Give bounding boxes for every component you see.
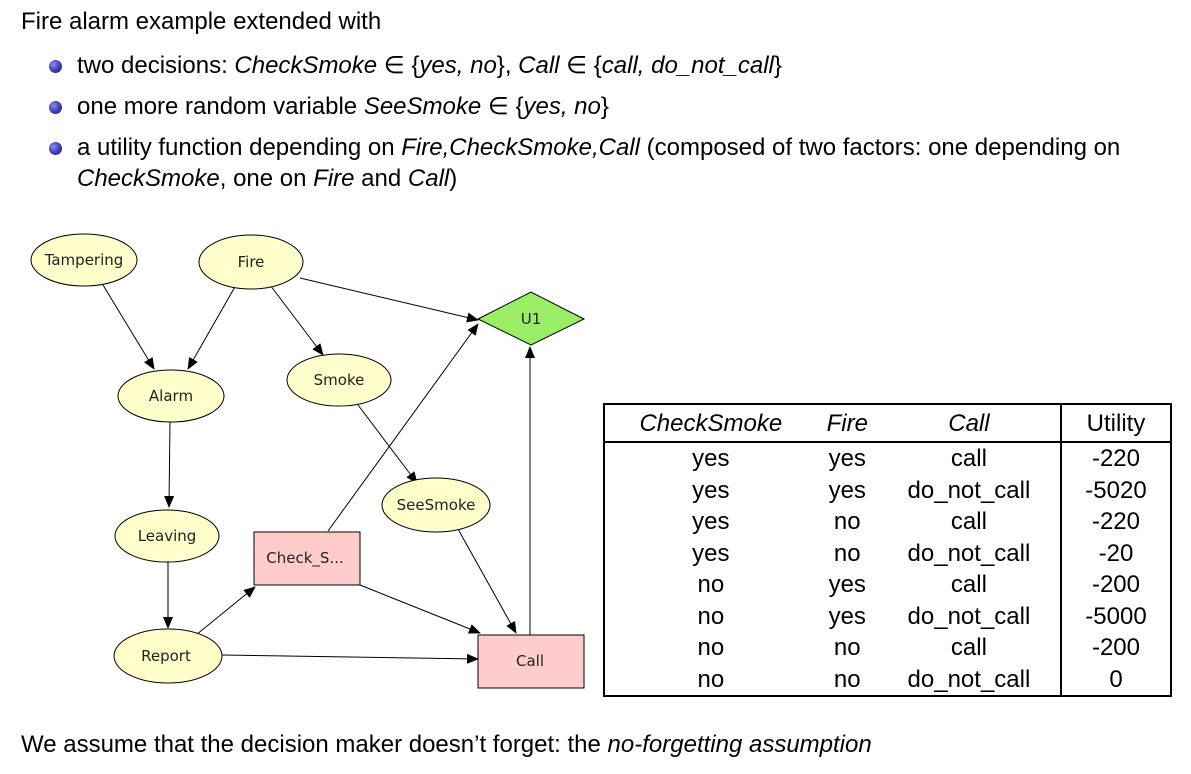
cell-utility: -200 (1060, 632, 1171, 664)
cell-utility: -5000 (1060, 600, 1171, 632)
node-report: Report (113, 628, 223, 684)
cell-utility: -200 (1060, 569, 1171, 601)
cell-call: do_not_call (907, 602, 1031, 630)
chance-node-report (113, 628, 223, 684)
cell-checksmoke: yes (692, 539, 730, 567)
edge-smoke-seesmoke (357, 404, 418, 484)
node-call: Call (477, 634, 585, 689)
cell-utility: -220 (1060, 506, 1171, 538)
cell-utility: -5020 (1060, 474, 1171, 506)
cell-fire: yes (828, 602, 866, 630)
cell-fire: no (833, 665, 861, 693)
cell-fire: yes (828, 476, 866, 504)
cell-checksmoke: no (697, 634, 725, 662)
node-label-checksmoke: Check_S... (266, 549, 343, 568)
table-row: no no do_not_call 0 (604, 663, 1171, 696)
cell-fire: yes (828, 445, 866, 473)
cell-utility: 0 (1060, 663, 1171, 696)
node-label-call: Call (516, 652, 544, 670)
utility-node-u1 (476, 291, 586, 346)
node-checksmoke: Check_S... (253, 531, 361, 586)
edge-report-checksmoke (195, 586, 256, 636)
chance-node-smoke (286, 353, 392, 407)
edge-checksmoke-call (359, 584, 481, 634)
table-row: no no call -200 (604, 632, 1171, 664)
table-row: no yes call -200 (604, 569, 1171, 601)
cell-fire: yes (828, 571, 866, 599)
node-label-report: Report (141, 647, 191, 665)
cell-utility: -220 (1060, 442, 1171, 475)
chance-node-alarm (117, 369, 225, 423)
node-label-seesmoke: SeeSmoke (397, 496, 476, 514)
header-call: Call (877, 404, 1061, 443)
cell-checksmoke: no (697, 665, 725, 693)
node-smoke: Smoke (286, 353, 392, 407)
cell-checksmoke: yes (692, 445, 730, 473)
bullet-dot-icon (49, 142, 62, 155)
table-row: no yes do_not_call -5000 (604, 600, 1171, 632)
chance-node-leaving (114, 509, 220, 563)
cell-checksmoke: yes (692, 508, 730, 536)
no-forgetting-term: no-forgetting assumption (607, 731, 872, 758)
chance-node-fire (198, 234, 304, 290)
cell-call: do_not_call (907, 476, 1031, 504)
bullet-decisions: two decisions: CheckSmoke ∈ {yes, no}, C… (46, 50, 1146, 81)
bullet-dot-icon (49, 60, 62, 73)
edge-alarm-leaving (164, 419, 175, 508)
cell-checksmoke: no (697, 602, 725, 630)
node-label-smoke: Smoke (314, 371, 365, 389)
decision-network-diagram: Tampering Fire Alarm Smoke Leaving SeeSm… (30, 233, 586, 689)
bullet-utility-function: a utility function depending on Fire,Che… (46, 132, 1146, 194)
cell-fire: no (833, 634, 861, 662)
cell-call: call (950, 445, 987, 473)
node-label-fire: Fire (238, 253, 265, 271)
edge-fire-u1 (299, 277, 479, 323)
cell-checksmoke: no (697, 571, 725, 599)
utility-table-header: CheckSmoke Fire Call Utility (604, 404, 1171, 443)
edge-tampering-alarm (102, 284, 155, 370)
cell-call: call (950, 508, 987, 536)
utility-table: CheckSmoke Fire Call Utility yes yes cal… (603, 403, 1172, 697)
header-fire: Fire (816, 404, 878, 443)
chance-node-seesmoke (381, 477, 491, 533)
cell-call: call (950, 634, 987, 662)
bullet-list: two decisions: CheckSmoke ∈ {yes, no}, C… (46, 50, 1146, 204)
closing-sentence: We assume that the decision maker doesn’… (21, 731, 872, 758)
cell-call: do_not_call (907, 539, 1031, 567)
decision-node-checksmoke (253, 531, 361, 586)
edge-fire-smoke (269, 284, 324, 356)
cell-call: call (950, 571, 987, 599)
header-checksmoke: CheckSmoke (604, 404, 817, 443)
edge-report-call (221, 653, 479, 664)
node-label-tampering: Tampering (44, 251, 124, 269)
edge-fire-alarm (187, 284, 237, 370)
edge-seesmoke-call (457, 528, 517, 634)
node-tampering: Tampering (30, 233, 138, 287)
node-label-alarm: Alarm (149, 387, 193, 405)
cell-fire: no (833, 539, 861, 567)
node-fire: Fire (198, 234, 304, 290)
chance-node-tampering (30, 233, 138, 287)
node-label-leaving: Leaving (138, 527, 197, 545)
table-row: yes no do_not_call -20 (604, 537, 1171, 569)
intro-text: Fire alarm example extended with (21, 8, 382, 35)
node-u1: U1 (476, 291, 586, 346)
cell-checksmoke: yes (692, 476, 730, 504)
node-leaving: Leaving (114, 509, 220, 563)
cell-fire: no (833, 508, 861, 536)
table-row: yes yes do_not_call -5020 (604, 474, 1171, 506)
node-alarm: Alarm (117, 369, 225, 423)
header-utility: Utility (1060, 404, 1171, 443)
bullet-random-variable: one more random variable SeeSmoke ∈ {yes… (46, 91, 1146, 122)
cell-utility: -20 (1060, 537, 1171, 569)
table-row: yes yes call -220 (604, 442, 1171, 475)
node-seesmoke: SeeSmoke (381, 477, 491, 533)
bullet-dot-icon (49, 101, 62, 114)
edge-checksmoke-u1 (327, 323, 479, 532)
cell-call: do_not_call (907, 665, 1031, 693)
node-label-u1: U1 (521, 310, 542, 328)
table-row: yes no call -220 (604, 506, 1171, 538)
decision-node-call (477, 634, 585, 689)
